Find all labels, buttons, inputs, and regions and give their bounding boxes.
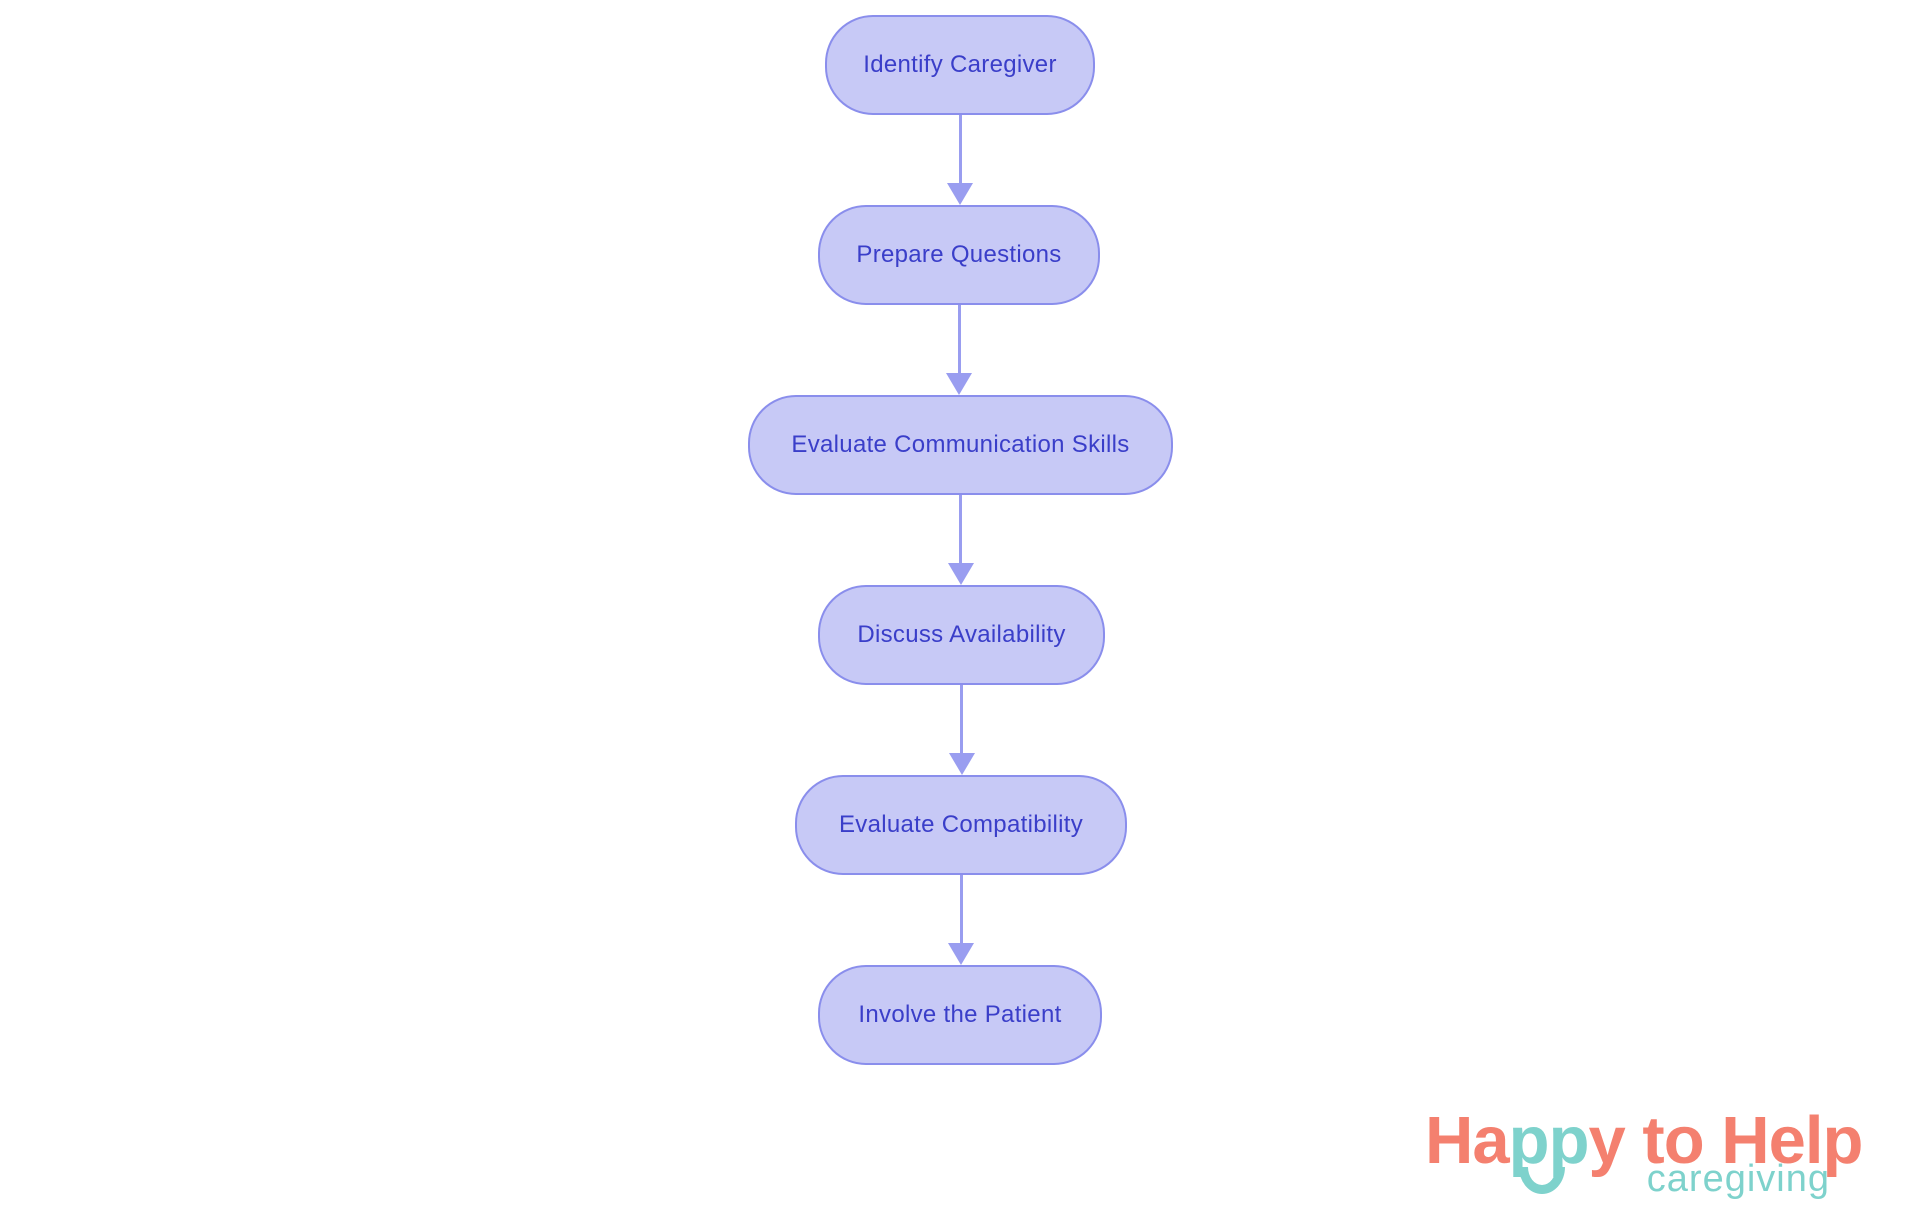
smile-icon xyxy=(1519,1167,1566,1194)
edge-line-evaluate-communication-skills-to-discuss-availability xyxy=(959,495,962,565)
logo-text-y-to-help: y to Help xyxy=(1588,1103,1864,1178)
logo-subtitle: caregiving xyxy=(1646,1158,1830,1200)
logo-text-pp: pp xyxy=(1509,1107,1590,1194)
flow-node-involve-the-patient: Involve the Patient xyxy=(818,965,1102,1065)
edge-line-identify-caregiver-to-prepare-questions xyxy=(958,115,962,185)
flow-node-discuss-availability: Discuss Availability xyxy=(818,585,1105,685)
flow-node-evaluate-compatibility: Evaluate Compatibility xyxy=(795,775,1127,875)
flow-node-prepare-questions: Prepare Questions xyxy=(818,205,1100,305)
flow-node-evaluate-communication-skills: Evaluate Communication Skills xyxy=(748,395,1173,495)
arrowhead-down-icon xyxy=(947,183,973,205)
flow-node-label: Evaluate Compatibility xyxy=(838,811,1084,838)
flow-node-label: Discuss Availability xyxy=(857,621,1066,648)
flow-node-identify-caregiver: Identify Caregiver xyxy=(825,15,1095,115)
edge-line-prepare-questions-to-evaluate-communication-skills xyxy=(957,305,961,375)
arrowhead-down-icon xyxy=(946,373,972,395)
flow-node-label: Identify Caregiver xyxy=(863,51,1057,78)
flow-node-label: Involve the Patient xyxy=(858,1001,1062,1028)
logo-text-ha: Ha xyxy=(1425,1103,1510,1178)
flow-node-label: Evaluate Communication Skills xyxy=(791,431,1130,458)
edge-line-evaluate-compatibility-to-involve-the-patient xyxy=(959,875,963,945)
logo-text-pp-letters: pp xyxy=(1508,1103,1590,1178)
arrowhead-down-icon xyxy=(947,563,974,585)
arrowhead-down-icon xyxy=(948,753,975,775)
edge-line-discuss-availability-to-evaluate-compatibility xyxy=(960,685,963,755)
arrowhead-down-icon xyxy=(948,943,974,965)
flow-node-label: Prepare Questions xyxy=(856,241,1062,268)
